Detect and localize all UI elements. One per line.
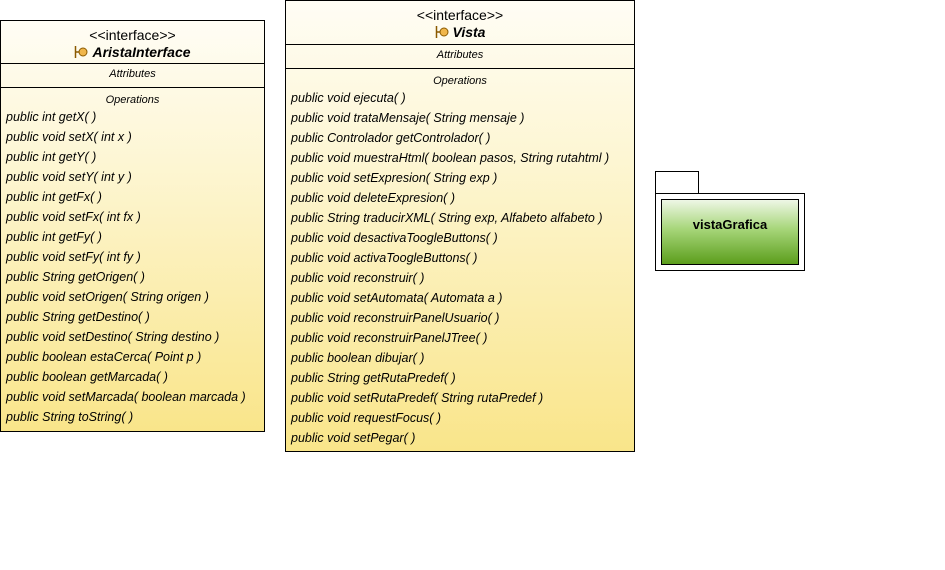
operation-item[interactable]: public void setPegar( ) <box>291 431 416 445</box>
operation-item[interactable]: public String traducirXML( String exp, A… <box>291 211 603 225</box>
operation-item[interactable]: public void muestraHtml( boolean pasos, … <box>291 151 610 165</box>
package-name: vistaGrafica <box>692 217 768 232</box>
operation-item[interactable]: public void setAutomata( Automata a ) <box>291 291 503 305</box>
operation-item[interactable]: public String getOrigen( ) <box>6 270 145 284</box>
operation-item[interactable]: public void trataMensaje( String mensaje… <box>291 111 525 125</box>
interface-vista-operations: Operations public void ejecuta( ) public… <box>286 69 634 448</box>
operation-item[interactable]: public void desactivaToogleButtons( ) <box>291 231 498 245</box>
interface-lollipop-icon <box>75 46 88 58</box>
interface-vista-stereotype: <<interface>> <box>416 7 504 23</box>
interface-arista[interactable]: <<interface>> AristaInterface Attributes… <box>0 20 265 432</box>
operation-item[interactable]: public void reconstruirPanelJTree( ) <box>291 331 488 345</box>
operation-item[interactable]: public void setRutaPredef( String rutaPr… <box>291 391 544 405</box>
operation-item[interactable]: public void requestFocus( ) <box>291 411 442 425</box>
interface-arista-stereotype: <<interface>> <box>89 27 176 43</box>
operation-item[interactable]: public void setX( int x ) <box>6 130 132 144</box>
attributes-label: Attributes <box>436 49 484 61</box>
interface-arista-header: <<interface>> AristaInterface <box>1 21 264 64</box>
operation-item[interactable]: public boolean dibujar( ) <box>291 351 425 365</box>
operations-label: Operations <box>433 75 487 87</box>
operation-item[interactable]: public void ejecuta( ) <box>291 91 406 105</box>
attributes-label: Attributes <box>109 68 156 80</box>
operation-item[interactable]: public void setFy( int fy ) <box>6 250 141 264</box>
operation-item[interactable]: public String getDestino( ) <box>6 310 150 324</box>
operation-item[interactable]: public boolean getMarcada( ) <box>6 370 168 384</box>
operation-item[interactable]: public void deleteExpresion( ) <box>291 191 455 205</box>
operation-item[interactable]: public void setY( int y ) <box>6 170 132 184</box>
interface-vista-name: Vista <box>452 24 486 40</box>
interface-lollipop-icon <box>435 26 449 38</box>
operation-item[interactable]: public String toString( ) <box>6 410 134 424</box>
interface-arista-operations: Operations public int getX( ) public voi… <box>1 88 264 427</box>
operation-item[interactable]: public int getFx( ) <box>6 190 102 204</box>
operation-item[interactable]: public int getY( ) <box>6 150 97 164</box>
operation-item[interactable]: public void setOrigen( String origen ) <box>6 290 209 304</box>
operation-item[interactable]: public int getFy( ) <box>6 230 102 244</box>
interface-vista-attributes: Attributes <box>286 45 634 69</box>
operation-item[interactable]: public String getRutaPredef( ) <box>291 371 456 385</box>
operation-item[interactable]: public void setDestino( String destino ) <box>6 330 220 344</box>
operation-item[interactable]: public void setExpresion( String exp ) <box>291 171 498 185</box>
interface-vista[interactable]: <<interface>> Vista Attributes Operation… <box>285 0 635 452</box>
package-tab <box>655 171 699 193</box>
operation-item[interactable]: public void activaToogleButtons( ) <box>291 251 478 265</box>
operation-item[interactable]: public void reconstruir( ) <box>291 271 425 285</box>
operation-item[interactable]: public int getX( ) <box>6 110 97 124</box>
operation-item[interactable]: public Controlador getControlador( ) <box>291 131 491 145</box>
operation-item[interactable]: public void setMarcada( boolean marcada … <box>6 390 246 404</box>
interface-arista-name: AristaInterface <box>92 44 191 60</box>
interface-arista-attributes: Attributes <box>1 64 264 88</box>
interface-vista-header: <<interface>> Vista <box>286 1 634 45</box>
operations-label: Operations <box>105 94 160 106</box>
package-inner-box: vistaGrafica <box>661 199 799 265</box>
package-vistagrafica[interactable]: vistaGrafica <box>655 193 805 271</box>
operation-item[interactable]: public void setFx( int fx ) <box>6 210 141 224</box>
operation-item[interactable]: public void reconstruirPanelUsuario( ) <box>291 311 500 325</box>
operation-item[interactable]: public boolean estaCerca( Point p ) <box>6 350 202 364</box>
